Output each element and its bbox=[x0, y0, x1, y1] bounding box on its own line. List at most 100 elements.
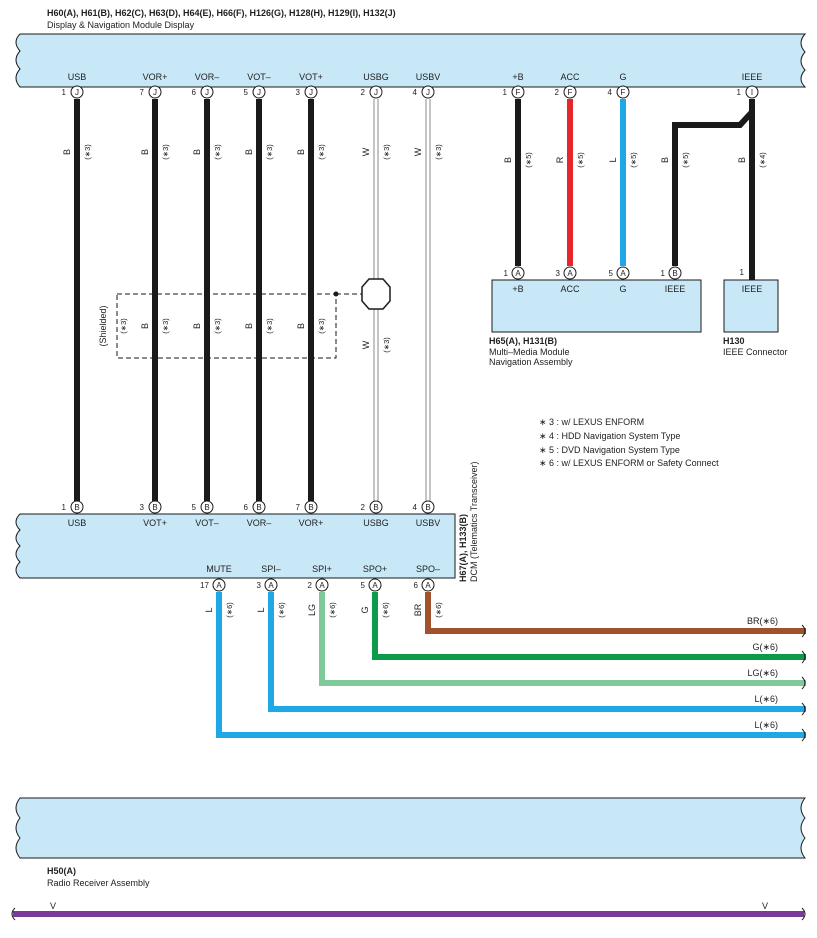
svg-text:B: B bbox=[296, 149, 306, 155]
svg-text:W: W bbox=[361, 147, 371, 156]
svg-text:VOR–: VOR– bbox=[247, 518, 272, 528]
pin-label-acc: ACC bbox=[560, 72, 580, 82]
ieee-connector-box bbox=[723, 279, 779, 333]
svg-text:USBV: USBV bbox=[416, 518, 441, 528]
radio-module-name: Radio Receiver Assembly bbox=[47, 878, 150, 888]
pin-conn: F bbox=[621, 88, 626, 97]
pin-conn: J bbox=[374, 88, 378, 97]
svg-text:1: 1 bbox=[62, 503, 67, 512]
svg-text:G: G bbox=[360, 606, 370, 613]
svg-text:BR(∗6): BR(∗6) bbox=[747, 616, 778, 626]
svg-text:B: B bbox=[660, 157, 670, 163]
svg-text:(∗5): (∗5) bbox=[681, 152, 690, 168]
pin-conn: J bbox=[426, 88, 430, 97]
pin-num: 2 bbox=[555, 88, 560, 97]
pin-label-pb: +B bbox=[512, 72, 523, 82]
nav-module-name-1: Multi–Media Module bbox=[489, 347, 570, 357]
dcm-bottom-pin-labels: MUTE SPI– SPI+ SPO+ SPO– bbox=[206, 564, 440, 574]
shielded-label: (Shielded) bbox=[98, 305, 108, 346]
svg-text:4: 4 bbox=[413, 503, 418, 512]
svg-text:6: 6 bbox=[414, 581, 419, 590]
svg-text:(∗3): (∗3) bbox=[161, 144, 170, 160]
svg-text:(∗5): (∗5) bbox=[629, 152, 638, 168]
svg-text:5: 5 bbox=[192, 503, 197, 512]
pin-num: 1 bbox=[62, 88, 67, 97]
svg-text:A: A bbox=[216, 581, 222, 590]
svg-text:B: B bbox=[503, 157, 513, 163]
pin-label-votp: VOT+ bbox=[299, 72, 323, 82]
wire-labels-right: BR(∗6) G(∗6) LG(∗6) L(∗6) L(∗6) bbox=[747, 616, 778, 730]
ieee-pin-num: 1 bbox=[740, 268, 745, 277]
pin-conn: J bbox=[75, 88, 79, 97]
ieee-connector-name: IEEE Connector bbox=[723, 347, 788, 357]
svg-text:B: B bbox=[74, 503, 79, 512]
pin-num: 4 bbox=[413, 88, 418, 97]
svg-text:USBG: USBG bbox=[363, 518, 389, 528]
svg-text:1: 1 bbox=[504, 269, 509, 278]
svg-text:LG: LG bbox=[307, 604, 317, 616]
svg-text:A: A bbox=[268, 581, 274, 590]
pin-label-vorm: VOR– bbox=[195, 72, 220, 82]
svg-text:7: 7 bbox=[296, 503, 301, 512]
shield-note: (∗3) bbox=[119, 318, 128, 334]
svg-text:(∗6): (∗6) bbox=[381, 602, 390, 618]
shield-junction bbox=[333, 291, 339, 297]
nav-connector-title: H65(A), H131(B) bbox=[489, 336, 557, 346]
svg-text:R: R bbox=[555, 156, 565, 163]
pin-num: 1 bbox=[503, 88, 508, 97]
wires-display-nav bbox=[515, 99, 755, 280]
svg-text:B: B bbox=[425, 503, 430, 512]
svg-text:A: A bbox=[620, 269, 626, 278]
dcm-module-name: DCM (Telematics Transceiver) bbox=[469, 461, 479, 582]
svg-text:L: L bbox=[608, 157, 618, 162]
nav-module-box bbox=[491, 279, 702, 333]
svg-text:(∗3): (∗3) bbox=[434, 144, 443, 160]
dcm-module-box bbox=[15, 513, 456, 579]
dcm-top-pins: B 1 USB B 3 VOT+ B 5 VOT– B 6 VOR– B 7 V… bbox=[62, 500, 441, 528]
pin-num: 4 bbox=[608, 88, 613, 97]
pin-conn: F bbox=[516, 88, 521, 97]
svg-text:B: B bbox=[204, 503, 209, 512]
svg-text:VOT+: VOT+ bbox=[143, 518, 167, 528]
svg-text:B: B bbox=[308, 503, 313, 512]
svg-text:(∗6): (∗6) bbox=[277, 602, 286, 618]
svg-text:∗ 3 : w/ LEXUS ENFORM: ∗ 3 : w/ LEXUS ENFORM bbox=[539, 417, 644, 427]
svg-text:B: B bbox=[140, 323, 150, 329]
svg-text:(∗3): (∗3) bbox=[83, 144, 92, 160]
svg-text:∗ 4 : HDD Navigation System Ty: ∗ 4 : HDD Navigation System Type bbox=[539, 431, 680, 441]
svg-text:(∗3): (∗3) bbox=[317, 144, 326, 160]
svg-text:3: 3 bbox=[556, 269, 561, 278]
svg-text:A: A bbox=[425, 581, 431, 590]
svg-text:(∗3): (∗3) bbox=[382, 337, 391, 353]
svg-text:LG(∗6): LG(∗6) bbox=[747, 668, 778, 678]
svg-text:G(∗6): G(∗6) bbox=[752, 642, 778, 652]
svg-text:A: A bbox=[319, 581, 325, 590]
pin-conn: J bbox=[309, 88, 313, 97]
ieee-pin-label: IEEE bbox=[742, 284, 763, 294]
svg-text:1: 1 bbox=[661, 269, 666, 278]
svg-text:(∗5): (∗5) bbox=[576, 152, 585, 168]
pin-num: 7 bbox=[140, 88, 145, 97]
svg-text:USB: USB bbox=[68, 518, 87, 528]
nav-pin-circles: A 1 +B A 3 ACC A 5 G B 1 IEEE bbox=[504, 266, 685, 294]
svg-text:B: B bbox=[296, 323, 306, 329]
svg-text:SPO+: SPO+ bbox=[363, 564, 387, 574]
svg-text:B: B bbox=[373, 503, 378, 512]
svg-text:L: L bbox=[256, 607, 266, 612]
wire-labels-shield: B (∗3) B (∗3) B (∗3) B (∗3) W (∗3) bbox=[140, 318, 391, 353]
svg-text:(∗4): (∗4) bbox=[758, 152, 767, 168]
svg-text:∗ 6 : w/ LEXUS ENFORM or Safet: ∗ 6 : w/ LEXUS ENFORM or Safety Connect bbox=[539, 458, 719, 468]
svg-text:SPO–: SPO– bbox=[416, 564, 440, 574]
violet-wire-label-right: V bbox=[762, 901, 768, 911]
svg-text:(∗3): (∗3) bbox=[161, 318, 170, 334]
svg-text:(∗3): (∗3) bbox=[382, 144, 391, 160]
svg-text:(∗5): (∗5) bbox=[524, 152, 533, 168]
svg-text:(∗3): (∗3) bbox=[265, 144, 274, 160]
nav-module-name-2: Navigation Assembly bbox=[489, 357, 573, 367]
svg-text:L(∗6): L(∗6) bbox=[754, 720, 778, 730]
wire-break-right bbox=[801, 907, 806, 921]
wire-break-left bbox=[11, 907, 16, 921]
pin-num: 3 bbox=[296, 88, 301, 97]
shield-outline bbox=[116, 293, 337, 359]
